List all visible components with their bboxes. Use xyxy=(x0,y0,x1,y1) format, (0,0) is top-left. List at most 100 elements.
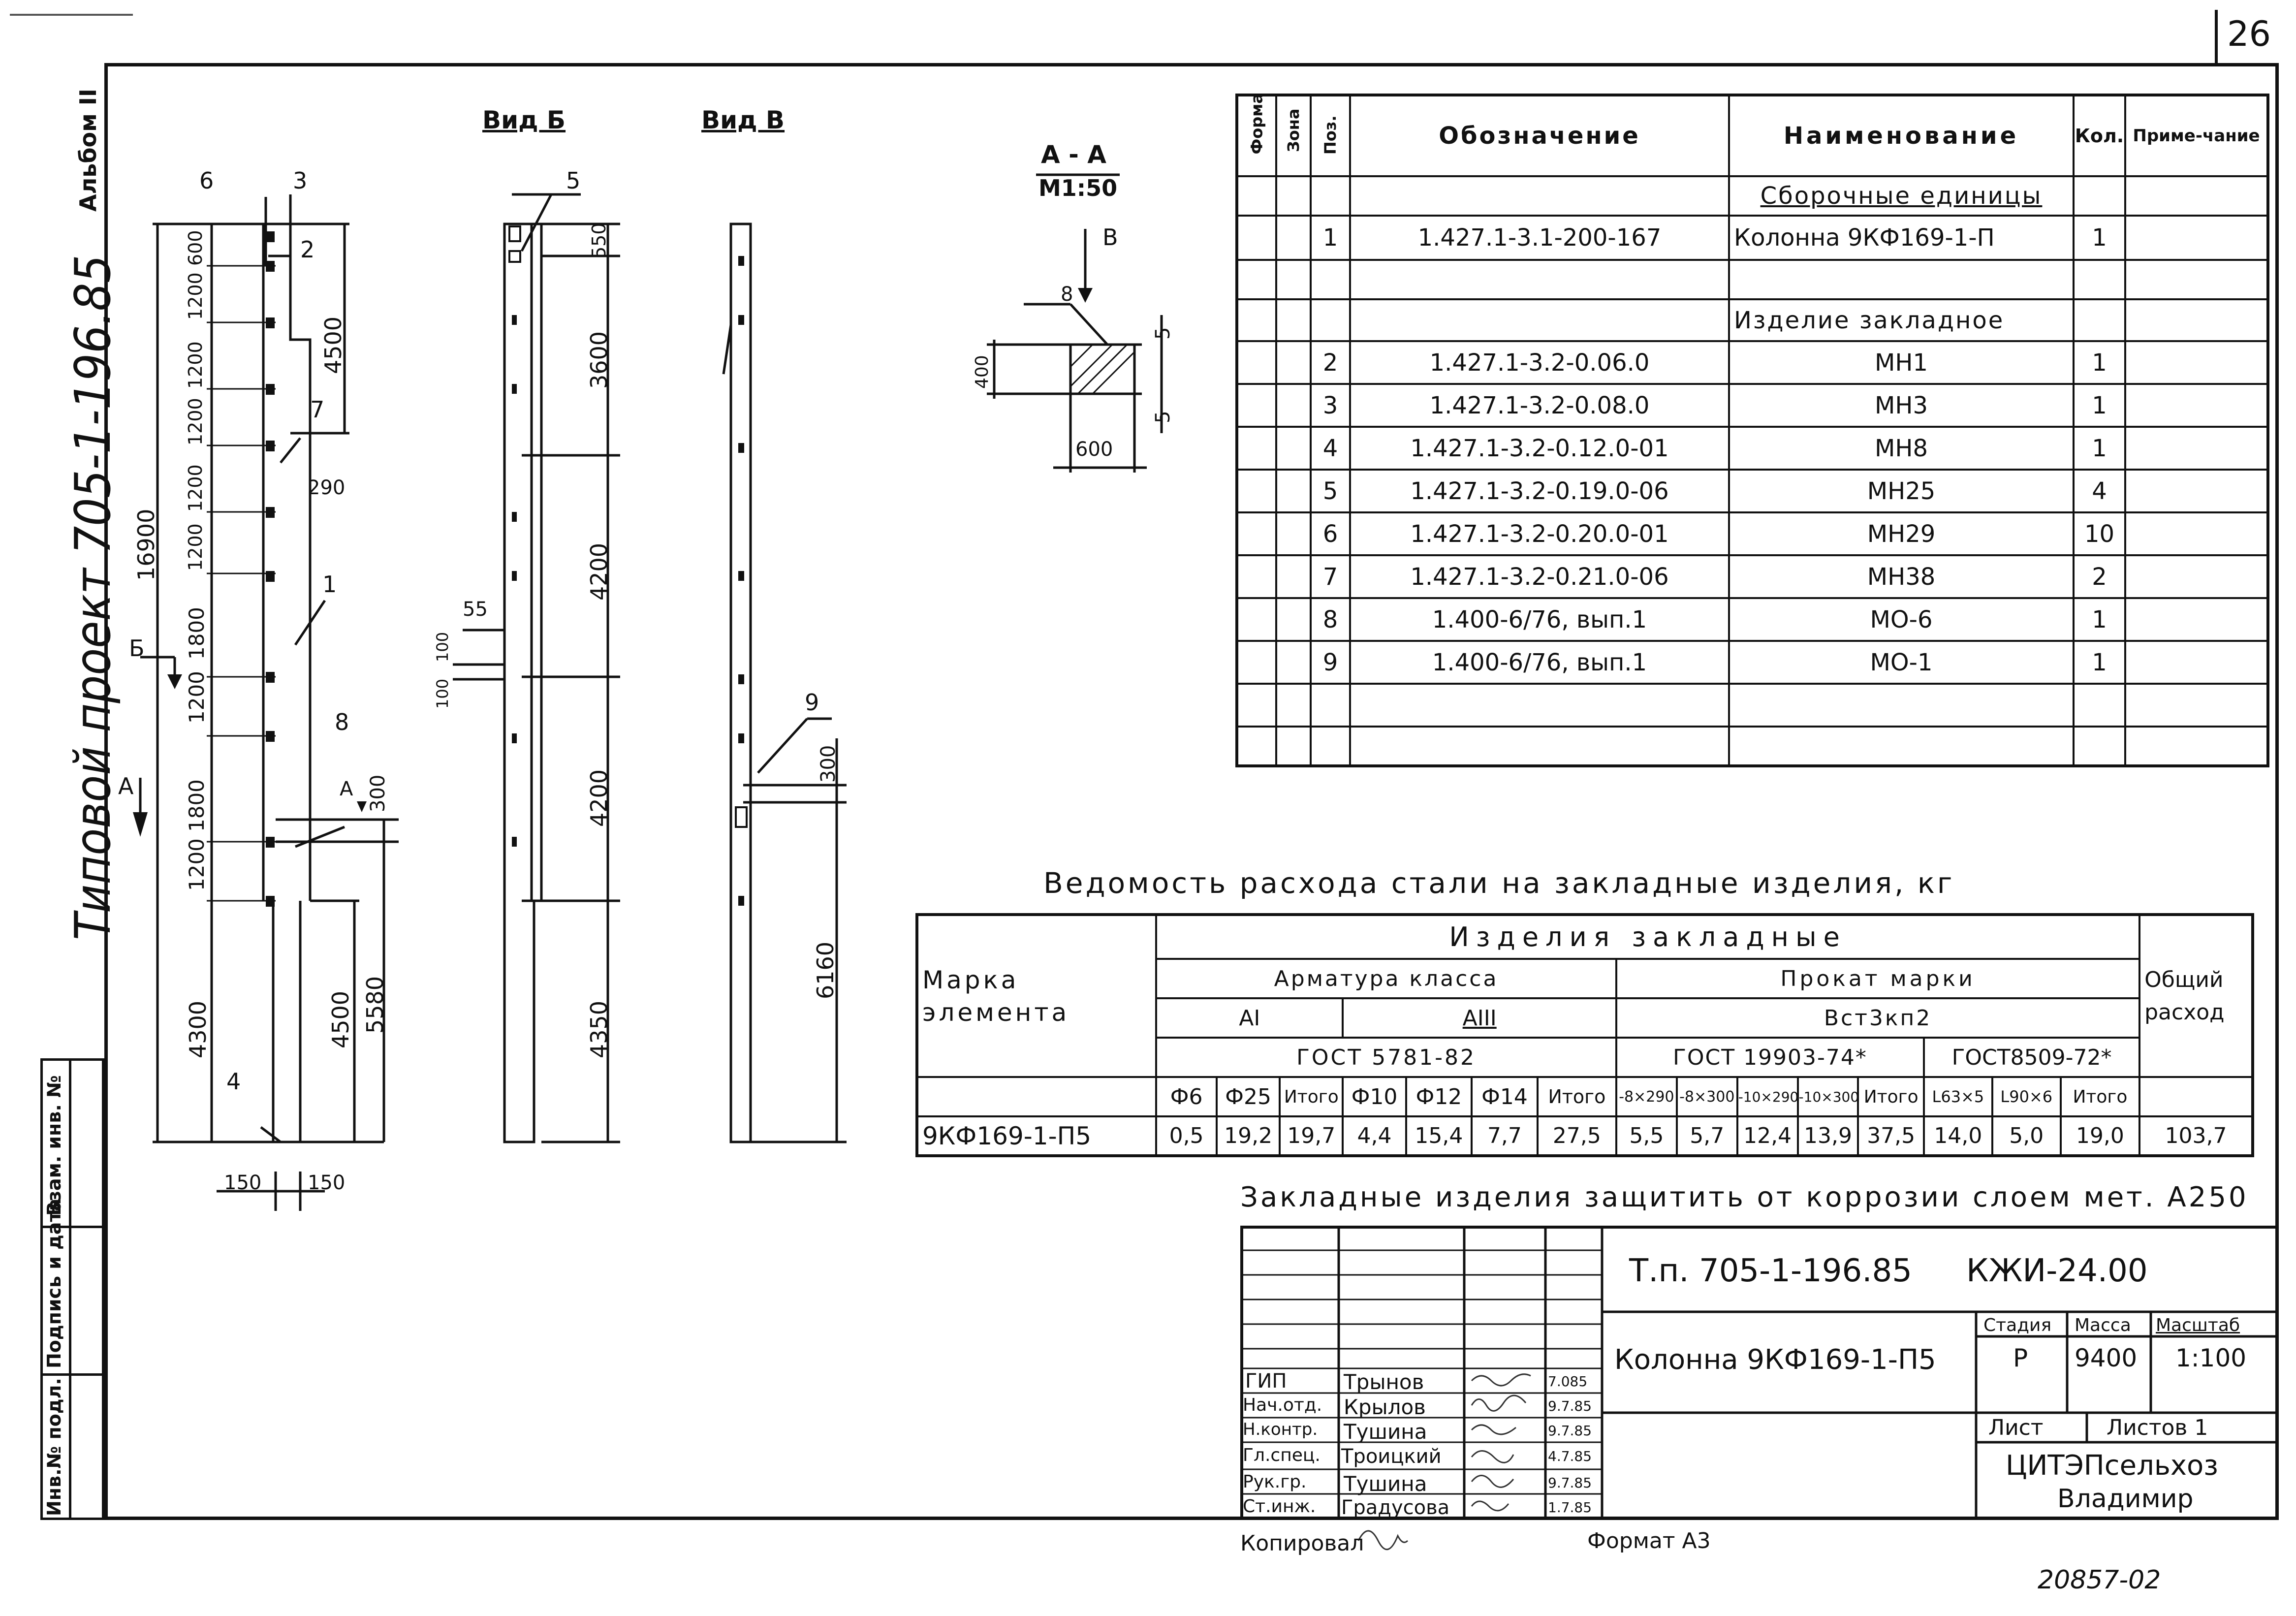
arrow-label-a2: А xyxy=(340,778,353,800)
sec-600: 600 xyxy=(1075,438,1113,461)
spec-table: Формат Зона Поз. Обозначение Наименовани… xyxy=(1235,94,2269,767)
callout-8: 8 xyxy=(335,709,349,735)
callout-1: 1 xyxy=(322,571,337,598)
tb-person: Трынов xyxy=(1344,1370,1424,1394)
tb-person: Тушина xyxy=(1344,1472,1427,1496)
steel-marka: Марка элемента xyxy=(915,914,1158,1078)
spec-row1-qty: 1 xyxy=(2073,215,2126,261)
footer-number: 20857-02 xyxy=(2038,1565,2161,1595)
tb-person: Градусова xyxy=(1341,1496,1450,1519)
steel-a3: АIII xyxy=(1342,997,1617,1039)
tb-date: 4.7.85 xyxy=(1548,1448,1592,1464)
steel-table: Марка элемента Изделия закладные Общий р… xyxy=(915,913,2254,1157)
hdr-qty: Кол. xyxy=(2073,94,2126,177)
spec-row xyxy=(1236,683,2269,728)
tb-sheet-code: КЖИ-24.00 xyxy=(1966,1253,2148,1289)
steel-gost2: ГОСТ 19903-74* xyxy=(1615,1037,1925,1078)
callout-2: 2 xyxy=(300,236,315,263)
tb-date: 1.7.85 xyxy=(1548,1499,1592,1516)
callout-5: 5 xyxy=(566,167,581,194)
callout-6: 6 xyxy=(199,167,214,194)
tb-date: 9.7.85 xyxy=(1548,1398,1592,1414)
steel-a1: АI xyxy=(1155,997,1344,1039)
vb-55: 55 xyxy=(463,598,488,621)
tb-code: Т.п. 705-1-196.85 xyxy=(1629,1253,1912,1289)
tb-role: ГИП xyxy=(1245,1370,1287,1393)
tb-scale: 1:100 xyxy=(2175,1344,2247,1372)
page-number-box xyxy=(2215,10,2218,63)
steel-gost3: ГОСТ8509-72* xyxy=(1922,1037,2141,1078)
callout-7: 7 xyxy=(310,396,325,423)
steel-vst: Вст3кп2 xyxy=(1615,997,2141,1039)
arrow-label-b: Б xyxy=(129,635,145,662)
tb-stage: Р xyxy=(2013,1344,2028,1372)
steel-armatura: Арматура класса xyxy=(1155,958,1617,999)
tb-person: Тушина xyxy=(1344,1420,1427,1444)
dim-290: 290 xyxy=(308,476,346,499)
tb-role: Н.контр. xyxy=(1243,1420,1318,1439)
callout-9: 9 xyxy=(805,689,819,716)
steel-prokat: Прокат марки xyxy=(1615,958,2141,999)
hdr-designation: Обозначение xyxy=(1349,94,1730,177)
tb-person: Троицкий xyxy=(1341,1445,1442,1468)
view-v-title: Вид В xyxy=(701,106,785,134)
tb-role: Рук.гр. xyxy=(1243,1472,1307,1492)
tb-role: Нач.отд. xyxy=(1243,1395,1322,1415)
tb-person: Крылов xyxy=(1344,1395,1426,1419)
tb-stage-h: Стадия xyxy=(1983,1315,2052,1335)
hdr-name: Наименование xyxy=(1728,94,2075,177)
footer-format: Формат А3 xyxy=(1587,1528,1711,1553)
drawing-frame xyxy=(104,63,2279,1520)
section-title: А - А xyxy=(1041,140,1106,169)
tb-date: 7.085 xyxy=(1548,1373,1588,1390)
corrosion-note: Закладные изделия защитить от коррозии с… xyxy=(1240,1181,2249,1213)
section-scale: М1:50 xyxy=(1038,175,1118,201)
tb-mass-h: Масса xyxy=(2075,1315,2131,1335)
steel-title: Ведомость расхода стали на закладные изд… xyxy=(1043,866,1955,900)
spec-section-2: Изделие закладное xyxy=(1728,298,2075,342)
steel-gost1: ГОСТ 5781-82 xyxy=(1155,1037,1617,1078)
tb-lists-h: Листов 1 xyxy=(2107,1415,2208,1440)
tb-org2: Владимир xyxy=(2057,1484,2194,1514)
dim-150-b: 150 xyxy=(308,1172,346,1194)
tb-role: Гл.спец. xyxy=(1243,1445,1321,1465)
title-block xyxy=(1240,1226,2279,1520)
page-number: 26 xyxy=(2227,14,2271,54)
tb-scale-h: Масштаб xyxy=(2156,1315,2240,1335)
tb-date: 9.7.85 xyxy=(1548,1475,1592,1491)
side-stamp xyxy=(40,1058,104,1520)
tb-role: Ст.инж. xyxy=(1243,1496,1316,1517)
footer-copied: Копировал xyxy=(1240,1531,1364,1556)
tb-list-h: Лист xyxy=(1988,1415,2044,1440)
spec-row1-des: 1.427.1-3.1-200-167 xyxy=(1349,215,1730,261)
tb-date: 9.7.85 xyxy=(1548,1423,1592,1439)
arrow-label-a1: А xyxy=(118,773,134,799)
steel-total-h: Общий расход xyxy=(2139,914,2254,1078)
spec-row1-name: Колонна 9КФ169-1-П xyxy=(1728,215,2075,261)
hdr-note: Приме-чание xyxy=(2124,94,2269,177)
spec-section-1: Сборочные единицы xyxy=(1728,175,2075,217)
sec-callout-8: 8 xyxy=(1061,283,1073,306)
sec-arrow-label: В xyxy=(1102,224,1118,251)
tb-name: Колонна 9КФ169-1-П5 xyxy=(1614,1344,1936,1376)
top-left-rule xyxy=(10,14,133,16)
callout-3: 3 xyxy=(293,167,308,194)
view-b-title: Вид Б xyxy=(482,106,566,134)
spec-row1-pos: 1 xyxy=(1310,215,1351,261)
steel-izdelia: Изделия закладные xyxy=(1155,914,2141,960)
dim-150-a: 150 xyxy=(224,1172,262,1194)
callout-4: 4 xyxy=(226,1068,241,1095)
tb-mass: 9400 xyxy=(2075,1344,2138,1372)
tb-org1: ЦИТЭПсельхоз xyxy=(2006,1450,2219,1482)
